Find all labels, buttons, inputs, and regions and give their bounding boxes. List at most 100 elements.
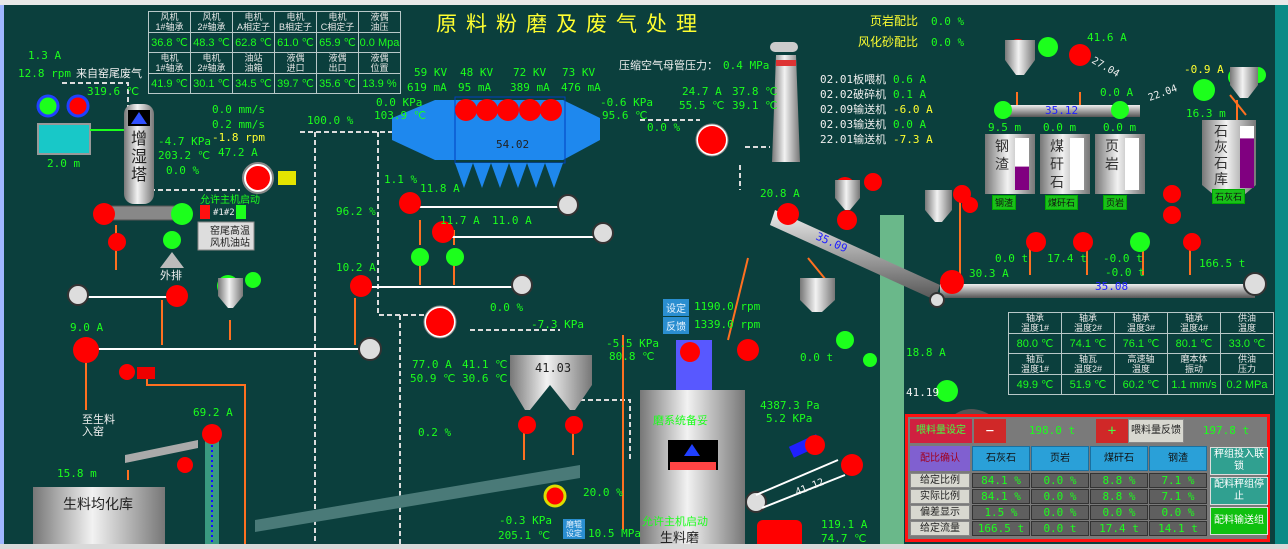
- tank-speed-label: 12.8 rpm: [18, 67, 71, 80]
- table-value-cell: 80.1 ℃: [1167, 333, 1221, 354]
- elevator-2-status[interactable]: [936, 380, 958, 402]
- tower-press-label: -4.7 KPa: [158, 135, 211, 148]
- scale-interlock-button[interactable]: 秤组投入联锁: [1210, 447, 1268, 475]
- sand-ratio-label: 风化砂配比: [858, 35, 919, 49]
- to-kiln-label: 至生料 入窑: [82, 413, 115, 438]
- damper2-label: 0.0 %: [647, 121, 681, 134]
- conveyor-3-status[interactable]: [399, 192, 421, 214]
- sand-ratio-value: 0.0 %: [931, 36, 965, 49]
- feed-yy1-label: -0.0 t: [1103, 252, 1143, 265]
- lvl-mgs-label: 0.0 m: [1043, 121, 1077, 134]
- feed-lime-label: 166.5 t: [1199, 257, 1246, 270]
- cfan-current-label: 77.0 A: [412, 358, 452, 371]
- conveyor-group-button[interactable]: 配料输送组: [1210, 507, 1268, 535]
- mill-dp1-label: 4387.3 Pa: [760, 399, 820, 412]
- fan-status[interactable]: [246, 166, 270, 190]
- window-bottom-border: [0, 544, 1288, 549]
- mill-dp2-label: 5.2 KPa: [766, 412, 813, 425]
- mill-allow-label: 允许主机启动: [642, 515, 708, 528]
- conv2-label: 11.7 A: [440, 214, 480, 227]
- table-header-cell: 轴瓦 温度1#: [1008, 353, 1062, 375]
- elev2-current-label: 18.8 A: [906, 346, 946, 359]
- ratio-value-cell: 7.1 %: [1149, 489, 1207, 504]
- screw-motor-2-status[interactable]: [171, 203, 193, 225]
- pump-2-status[interactable]: [66, 94, 90, 118]
- sep-fb-label-button[interactable]: 反馈: [663, 317, 689, 334]
- table-value-cell: 60.2 ℃: [1114, 374, 1168, 395]
- scale-stop-button[interactable]: 配料秤组停止: [1210, 477, 1268, 505]
- belt-3508-label: 35.08: [1095, 280, 1129, 293]
- damper5-label: 0.0 %: [490, 301, 524, 314]
- conveyor-1-status[interactable]: [166, 285, 188, 307]
- table-header-cell: 风机 2#轴承: [190, 11, 233, 33]
- mill-label-label: 生料磨: [660, 531, 700, 546]
- chimney: [772, 55, 800, 162]
- silo-level-label: 15.8 m: [57, 467, 97, 480]
- table-header-cell: 油站 油箱: [232, 52, 275, 74]
- decrease-feed-button[interactable]: −: [974, 419, 1006, 443]
- ratio-value-cell: 0.0 %: [1031, 505, 1089, 520]
- humidifier-tower: [124, 104, 154, 204]
- limestone-level-fill: [1240, 138, 1254, 188]
- table-header-cell: 轴承 温度2#: [1061, 312, 1115, 334]
- row-label: 给定流量: [910, 521, 970, 536]
- ratio-value-cell: 0.0 %: [1031, 489, 1089, 504]
- belt-35-08-status[interactable]: [940, 270, 964, 294]
- conveyor-4-status[interactable]: [432, 221, 454, 243]
- hot-valve-label: 20.0 %: [583, 486, 623, 499]
- lvl-yy-label: 0.0 m: [1103, 121, 1137, 134]
- table-header-cell: 风机 1#轴承: [148, 11, 191, 33]
- feed-yy2-label: -0.0 t: [1105, 266, 1145, 279]
- raw-meal-silo: [33, 487, 165, 549]
- roller-label-button[interactable]: 磨辊 设定: [563, 519, 585, 539]
- tower-valve-label: 0.0 %: [166, 164, 200, 177]
- table-header-cell: 电机 A相定子: [232, 11, 275, 33]
- exhaust-fan-status[interactable]: [698, 126, 726, 154]
- elevator-status[interactable]: [202, 424, 222, 444]
- tower-temp-label: 203.2 ℃: [158, 149, 211, 162]
- chain-conveyors: [75, 206, 600, 350]
- table-value-cell: 80.0 ℃: [1008, 333, 1062, 354]
- table-header-cell: 电机 2#轴承: [190, 52, 233, 74]
- air-label-label: 压缩空气母管压力：: [619, 59, 718, 72]
- feed-setpoint-value[interactable]: 198.0 t: [1008, 419, 1096, 443]
- mill-out-temp-label: 80.8 ℃: [609, 350, 655, 363]
- lime-current-label: -0.9 A: [1184, 63, 1224, 76]
- table-value-cell: 1.1 mm/s: [1167, 374, 1221, 395]
- roller-press-label: 10.5 MPa: [588, 527, 641, 540]
- increase-feed-button[interactable]: +: [1096, 419, 1128, 443]
- mill-motor-status[interactable]: [757, 520, 802, 549]
- conveyor-2-status[interactable]: [73, 337, 99, 363]
- table-value-cell: 30.1 ℃: [190, 73, 233, 94]
- belt-main-current-label: 30.3 A: [969, 267, 1009, 280]
- esp-value-label: 54.02: [496, 138, 530, 151]
- window-left-border: [0, 5, 4, 545]
- screw-motor-status[interactable]: [93, 203, 115, 225]
- material-header: 石灰石: [972, 446, 1030, 471]
- conveyor-5-status[interactable]: [350, 275, 372, 297]
- sep-set-label-button[interactable]: 设定: [663, 299, 689, 316]
- separator-status[interactable]: [737, 339, 759, 361]
- circulating-fan-status[interactable]: [426, 308, 454, 336]
- motor-name: 02.09输送机: [820, 103, 887, 116]
- ratio-confirm-button[interactable]: 配比确认: [910, 446, 970, 471]
- ratio-value-cell: 8.8 %: [1090, 489, 1148, 504]
- fan-vib2-label: 0.2 mm/s: [212, 118, 265, 131]
- mill-out-press-label: -5.5 KPa: [606, 337, 659, 350]
- pump-4-status[interactable]: [163, 231, 181, 249]
- air-value-label: 0.4 MPa: [723, 59, 770, 72]
- belt-35-08: [940, 284, 1255, 298]
- ma4-label: 476 mA: [561, 81, 601, 94]
- table-header-cell: 高速轴 温度: [1114, 353, 1168, 375]
- cyclone-press-label: -7.3 KPa: [531, 318, 584, 331]
- pump-3-status[interactable]: [108, 233, 126, 251]
- belt-3512-label: 35.12: [1045, 104, 1079, 117]
- pump-1-status[interactable]: [36, 94, 60, 118]
- tank-level-label: 2.0 m: [47, 157, 81, 170]
- table-header-cell: 液偶 进口: [274, 52, 317, 74]
- fan-speed-label: -1.8 rpm: [212, 131, 265, 144]
- kv3-label: 72 KV: [513, 66, 547, 79]
- table-value-cell: 48.3 ℃: [190, 32, 233, 53]
